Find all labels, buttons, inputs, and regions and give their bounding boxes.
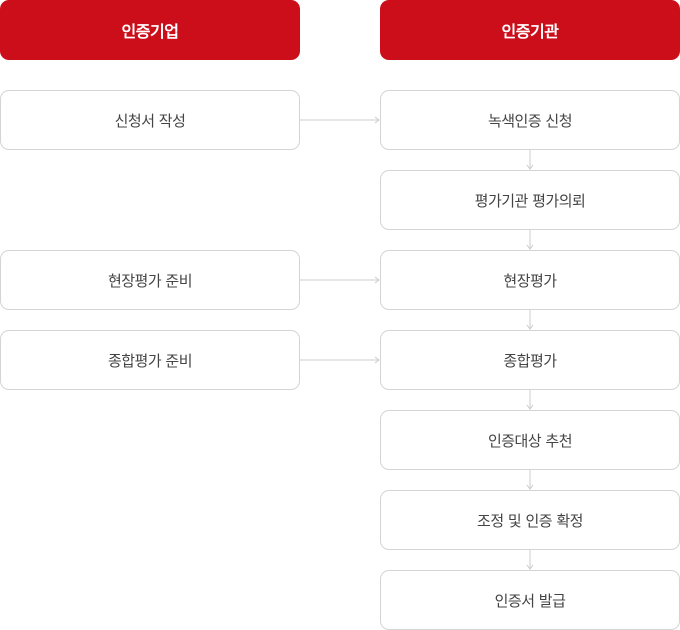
agency-step-recommendation: 인증대상 추천 — [380, 410, 680, 470]
company-column-header: 인증기업 — [0, 0, 300, 60]
arrow-down-icon — [526, 150, 534, 170]
arrow-right-icon — [300, 356, 380, 364]
company-step-overall-prep: 종합평가 준비 — [0, 330, 300, 390]
arrow-down-icon — [526, 470, 534, 490]
agency-step-confirmation: 조정 및 인증 확정 — [380, 490, 680, 550]
agency-step-overall-evaluation: 종합평가 — [380, 330, 680, 390]
agency-step-evaluation-request: 평가기관 평가의뢰 — [380, 170, 680, 230]
arrow-right-icon — [300, 116, 380, 124]
agency-column-header: 인증기관 — [380, 0, 680, 60]
agency-step-onsite-evaluation: 현장평가 — [380, 250, 680, 310]
arrow-right-icon — [300, 276, 380, 284]
agency-step-certificate-issue: 인증서 발급 — [380, 570, 680, 630]
arrow-down-icon — [526, 390, 534, 410]
company-step-onsite-prep: 현장평가 준비 — [0, 250, 300, 310]
arrow-down-icon — [526, 310, 534, 330]
arrow-down-icon — [526, 230, 534, 250]
company-step-application: 신청서 작성 — [0, 90, 300, 150]
agency-step-green-cert-application: 녹색인증 신청 — [380, 90, 680, 150]
arrow-down-icon — [526, 550, 534, 570]
